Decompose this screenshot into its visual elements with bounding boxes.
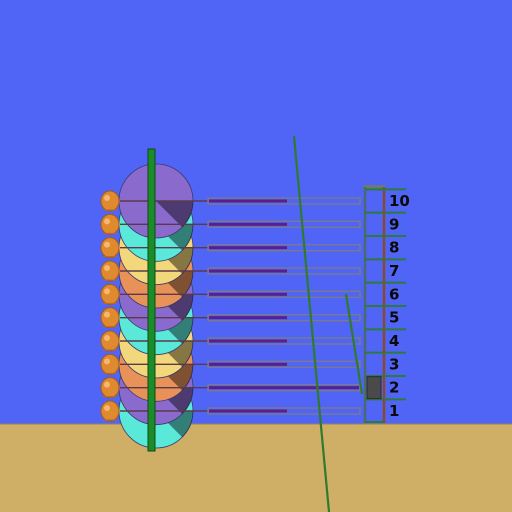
rod-level-3 [120, 360, 361, 369]
level-labels: 1 2 3 4 5 6 7 8 9 10 [389, 192, 410, 420]
sky-background [0, 0, 512, 424]
center-pole [147, 148, 156, 452]
orange-knob-icon [100, 190, 120, 212]
ladder-top-cap [363, 185, 385, 189]
level-label-7[interactable]: 7 [389, 262, 399, 280]
rod-level-7 [120, 267, 361, 275]
level-label-5[interactable]: 5 [389, 309, 399, 327]
rod-level-4 [120, 337, 361, 345]
rod-level-5 [120, 313, 361, 322]
level-label-10[interactable]: 10 [389, 192, 410, 210]
orange-knob-icon [100, 260, 120, 282]
ladder-rungs [365, 188, 406, 401]
orange-knob-icon [100, 213, 120, 235]
disc-shadow-wedge [156, 201, 193, 228]
level-label-3[interactable]: 3 [389, 355, 399, 373]
orange-knob-icon [100, 330, 120, 352]
orange-knob-icon [100, 283, 120, 305]
rod-group [120, 197, 361, 415]
level-label-8[interactable]: 8 [389, 239, 399, 257]
rod-level-9 [120, 220, 361, 229]
rod-level-8 [120, 243, 361, 252]
knob-column [100, 190, 120, 422]
diagonal-line [292, 135, 331, 512]
rod-level-6 [120, 290, 361, 299]
orange-knob-icon [100, 307, 120, 329]
rod-level-10 [120, 197, 361, 205]
level-label-4[interactable]: 4 [389, 332, 399, 350]
diagonal-line-lower [344, 293, 364, 395]
orange-knob-icon [100, 353, 120, 375]
rod-level-1 [120, 407, 361, 415]
orange-knob-icon [100, 237, 120, 259]
disc-stack [118, 163, 194, 449]
ground [0, 424, 512, 512]
level-label-9[interactable]: 9 [389, 215, 399, 233]
orange-knob-icon [100, 400, 120, 422]
orange-knob-icon [100, 377, 120, 399]
level-label-1[interactable]: 1 [389, 402, 399, 420]
level-slider-icon[interactable] [366, 376, 382, 400]
level-label-2[interactable]: 2 [389, 379, 399, 397]
level-label-6[interactable]: 6 [389, 285, 399, 303]
